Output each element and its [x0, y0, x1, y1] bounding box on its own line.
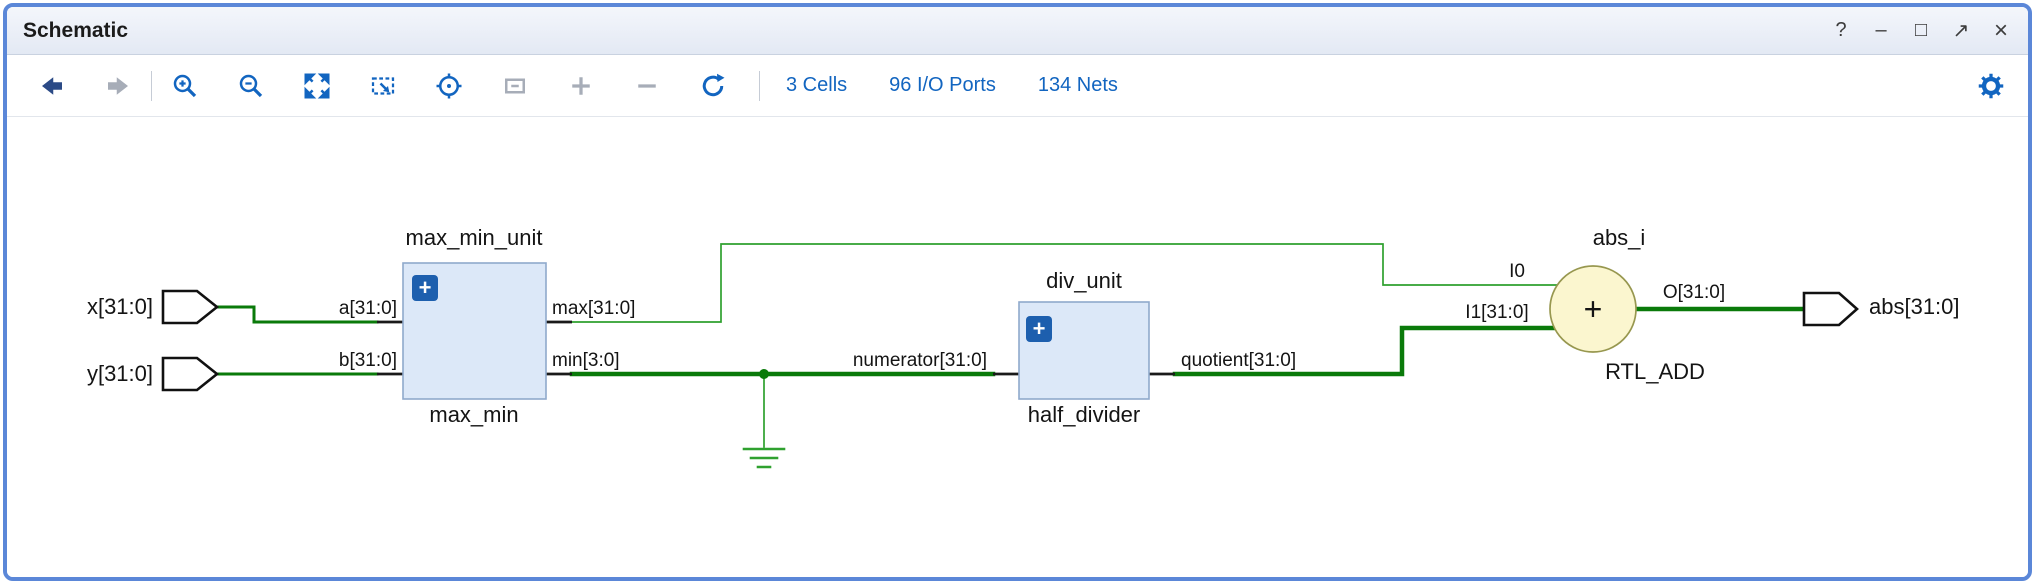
expand-cone-button[interactable]: [548, 63, 614, 109]
plus-icon: [572, 76, 590, 95]
maxmin-type-label: max_min: [429, 402, 518, 427]
maximize-icon[interactable]: □: [1914, 19, 1928, 41]
schematic-window: Schematic ? – □ ↗ ×: [3, 3, 2032, 581]
back-arrow-icon: [42, 76, 62, 95]
io-ports-count-link[interactable]: 96 I/O Ports: [889, 74, 996, 96]
window-title: Schematic: [23, 18, 129, 42]
port-y-label: y[31:0]: [87, 361, 153, 386]
expand-button-max-min[interactable]: +: [412, 275, 438, 301]
toolbar-separator: [151, 70, 152, 101]
zoom-fit-icon: [304, 73, 330, 98]
pin-a-label: a[31:0]: [339, 298, 397, 319]
minus-icon: [638, 83, 656, 88]
forward-arrow-icon: [108, 76, 128, 95]
zoom-in-icon: [173, 74, 197, 97]
toolbar-separator: [759, 70, 760, 101]
schematic-canvas[interactable]: + + + x[31:0] y[31:0] abs[31:0] max_min_…: [7, 117, 2028, 577]
pin-b-label: b[31:0]: [339, 350, 397, 371]
titlebar[interactable]: Schematic ? – □ ↗ ×: [7, 7, 2028, 55]
pin-min-label: min[3:0]: [552, 350, 620, 371]
regenerate-button[interactable]: [680, 63, 746, 109]
zoom-out-icon: [239, 74, 263, 97]
adder-plus-symbol: +: [1584, 291, 1603, 327]
pin-i1-label: I1[31:0]: [1465, 302, 1528, 323]
expand-plus-icon: +: [419, 275, 432, 300]
zoom-to-selection-icon: [371, 76, 395, 95]
back-button[interactable]: [19, 63, 85, 109]
pin-i0-label: I0: [1509, 261, 1525, 282]
divider-type-label: half_divider: [1028, 402, 1141, 427]
float-icon[interactable]: ↗: [1952, 20, 1970, 42]
port-x-label: x[31:0]: [87, 294, 153, 319]
pin-max-label: max[31:0]: [552, 298, 635, 319]
pin-quotient-label: quotient[31:0]: [1181, 350, 1296, 371]
settings-button[interactable]: [1966, 63, 2016, 109]
output-port-abs[interactable]: [1802, 291, 1859, 327]
zoom-fit-button[interactable]: [284, 63, 350, 109]
autofit-selection-button[interactable]: [416, 63, 482, 109]
divider-instance-label: div_unit: [1046, 268, 1122, 293]
crosshair-icon: [436, 73, 462, 98]
expand-plus-icon: +: [1033, 316, 1046, 341]
port-abs-label: abs[31:0]: [1869, 294, 1960, 319]
pin-o-label: O[31:0]: [1663, 282, 1725, 303]
gear-icon: [1978, 73, 2004, 98]
close-icon[interactable]: ×: [1993, 16, 2008, 44]
adder-instance-label: abs_i: [1593, 225, 1646, 250]
autofit-toggle-button[interactable]: [482, 63, 548, 109]
adder-type-label: RTL_ADD: [1605, 359, 1705, 384]
maxmin-instance-label: max_min_unit: [406, 225, 543, 250]
net-max-to-i0[interactable]: [571, 243, 1558, 323]
ground-symbol[interactable]: [742, 447, 786, 469]
cells-count-link[interactable]: 3 Cells: [786, 74, 848, 96]
input-port-x[interactable]: [161, 289, 220, 325]
window-controls: ? – □ ↗ ×: [1830, 17, 2012, 45]
forward-button[interactable]: [85, 63, 151, 109]
collapse-cone-button[interactable]: [614, 63, 680, 109]
zoom-in-button[interactable]: [152, 63, 218, 109]
cell-rtl-add[interactable]: [1549, 265, 1637, 353]
pin-numerator-label: numerator[31:0]: [853, 350, 987, 371]
help-icon[interactable]: ?: [1835, 19, 1847, 41]
zoom-to-selection-button[interactable]: [350, 63, 416, 109]
refresh-icon: [702, 73, 725, 96]
autofit-box-icon: [505, 78, 525, 93]
minimize-icon[interactable]: –: [1875, 19, 1887, 41]
toolbar: 3 Cells 96 I/O Ports 134 Nets: [7, 55, 2028, 117]
net-x-to-a[interactable]: [215, 305, 379, 324]
zoom-out-button[interactable]: [218, 63, 284, 109]
expand-button-half-divider[interactable]: +: [1026, 316, 1052, 342]
net-quotient-to-i1[interactable]: [1172, 325, 1557, 377]
input-port-y[interactable]: [161, 356, 220, 392]
net-junction-dot: [759, 369, 769, 379]
nets-count-link[interactable]: 134 Nets: [1037, 74, 1118, 96]
